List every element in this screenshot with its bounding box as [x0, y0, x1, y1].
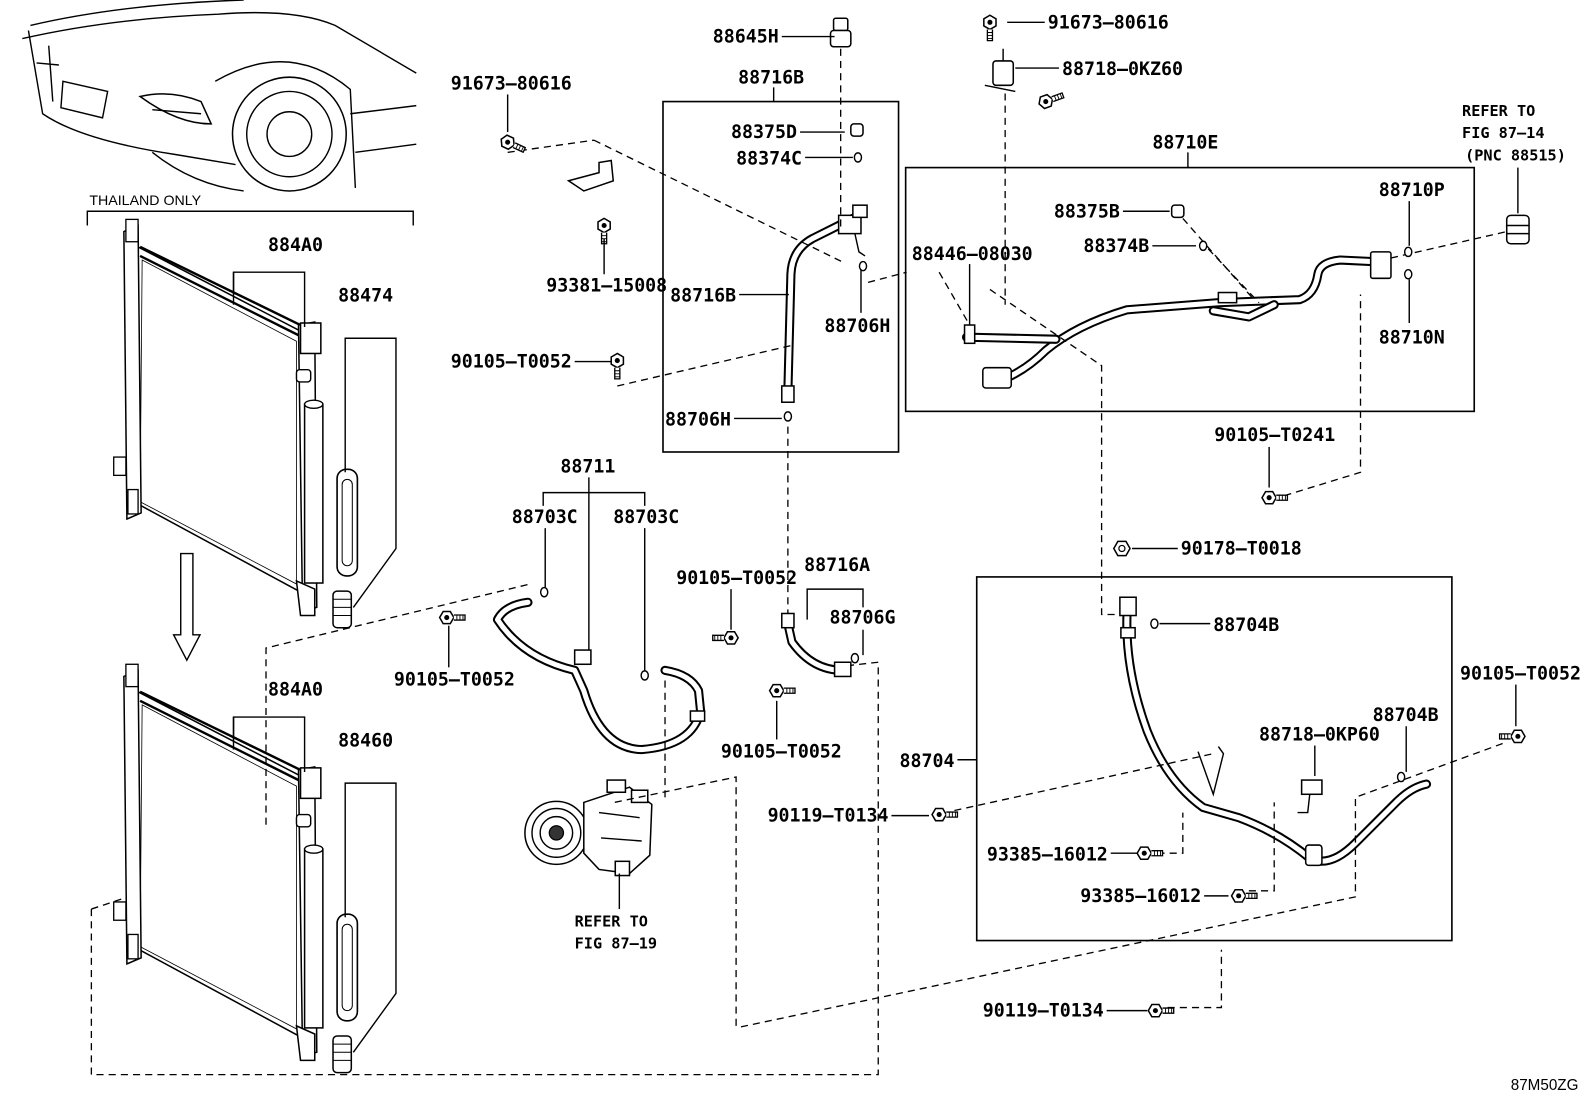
- compressor: [524, 779, 653, 877]
- label-88645H: 88645H: [713, 27, 779, 48]
- label-88703C-left: 88703C: [512, 507, 578, 528]
- label-93385-16012-a: 93385–16012: [987, 844, 1108, 865]
- bracket-93381: [566, 159, 615, 192]
- label-90105-T0052-e: 90105–T0052: [721, 742, 842, 763]
- label-93385-16012-b: 93385–16012: [1080, 886, 1201, 907]
- label-88716B-box: 88716B: [738, 67, 804, 88]
- label-88374C: 88374C: [736, 149, 802, 170]
- figure-code: 87M50ZG: [1511, 1077, 1579, 1094]
- refer-note-87-19-line2: FIG 87–19: [575, 935, 657, 953]
- label-88716A: 88716A: [804, 555, 870, 576]
- label-88711: 88711: [560, 456, 615, 477]
- pipe-88704: [1119, 596, 1432, 867]
- label-93381-15008: 93381–15008: [546, 276, 667, 297]
- fasteners: [438, 14, 1526, 1018]
- label-88710N: 88710N: [1379, 327, 1445, 348]
- label-88718-0KZ60: 88718–0KZ60: [1062, 59, 1183, 80]
- label-88704B-lower: 88704B: [1373, 705, 1439, 726]
- label-884A0-lower: 884A0: [268, 680, 323, 701]
- label-90105-T0241: 90105–T0241: [1214, 425, 1335, 446]
- leader-lines: [448, 21, 1519, 1012]
- label-88710E: 88710E: [1152, 132, 1218, 153]
- pipe-88716A: [781, 612, 852, 678]
- label-88706G: 88706G: [830, 608, 896, 629]
- label-90119-T0134-b: 90119–T0134: [983, 1001, 1104, 1022]
- label-88718-0KP60: 88718–0KP60: [1259, 724, 1380, 745]
- pipe-88716B: [781, 204, 868, 403]
- label-88706H-lower: 88706H: [665, 410, 731, 431]
- label-88375B: 88375B: [1054, 201, 1120, 222]
- refer-note-87-14-line1: REFER TO: [1462, 102, 1535, 120]
- label-88375D: 88375D: [731, 122, 797, 143]
- label-88460: 88460: [338, 731, 393, 752]
- o-rings: [539, 123, 1413, 783]
- label-88703C-right: 88703C: [613, 507, 679, 528]
- label-88704: 88704: [900, 751, 955, 772]
- label-884A0-upper: 884A0: [268, 235, 323, 256]
- label-88374B: 88374B: [1083, 236, 1149, 257]
- label-90105-T0052-c: 90105–T0052: [1460, 664, 1581, 685]
- box-88704: [975, 576, 1453, 942]
- pipe-88711: [492, 597, 706, 755]
- label-88710P: 88710P: [1379, 180, 1445, 201]
- label-88446-08030: 88446–08030: [912, 244, 1033, 265]
- label-90105-T0052-a: 90105–T0052: [451, 352, 572, 373]
- refer-note-87-14-line2: FIG 87–14: [1462, 124, 1544, 142]
- expansion-valve-88446: [963, 324, 976, 345]
- clamp-88718-0KP60: [1297, 779, 1323, 814]
- box-88710E: [904, 166, 1476, 413]
- refer-part-88515: [1505, 214, 1530, 245]
- pressure-switch-88645H: [829, 17, 852, 48]
- condenser-assembly-lower: [112, 663, 398, 1074]
- vehicle-front-corner: [22, 0, 417, 192]
- refer-note-87-19-line1: REFER TO: [575, 912, 648, 930]
- label-90119-T0134-a: 90119–T0134: [768, 806, 889, 827]
- thailand-only-note: THAILAND ONLY: [89, 193, 201, 209]
- box-88716B: [662, 100, 900, 453]
- condenser-assembly-upper: [112, 218, 398, 629]
- pipe-88710E: [962, 251, 1392, 389]
- thailand-only-bracket: [86, 210, 414, 226]
- replacement-arrow: [172, 552, 202, 662]
- label-91673-80616-left: 91673–80616: [451, 73, 572, 94]
- refer-note-87-14-line3: (PNC 88515): [1465, 146, 1566, 164]
- label-90105-T0052-d: 90105–T0052: [394, 670, 515, 691]
- label-88706H-upper: 88706H: [824, 316, 890, 337]
- label-90105-T0052-b: 90105–T0052: [676, 568, 797, 589]
- label-90178-T0018: 90178–T0018: [1181, 539, 1302, 560]
- clip-88718-0KZ60: [984, 48, 1016, 93]
- dashed-connections: [90, 48, 1507, 1076]
- label-91673-80616-top: 91673–80616: [1048, 12, 1169, 33]
- label-88716B-pipe: 88716B: [670, 286, 736, 307]
- label-88704B-upper: 88704B: [1213, 615, 1279, 636]
- label-88474: 88474: [338, 286, 393, 307]
